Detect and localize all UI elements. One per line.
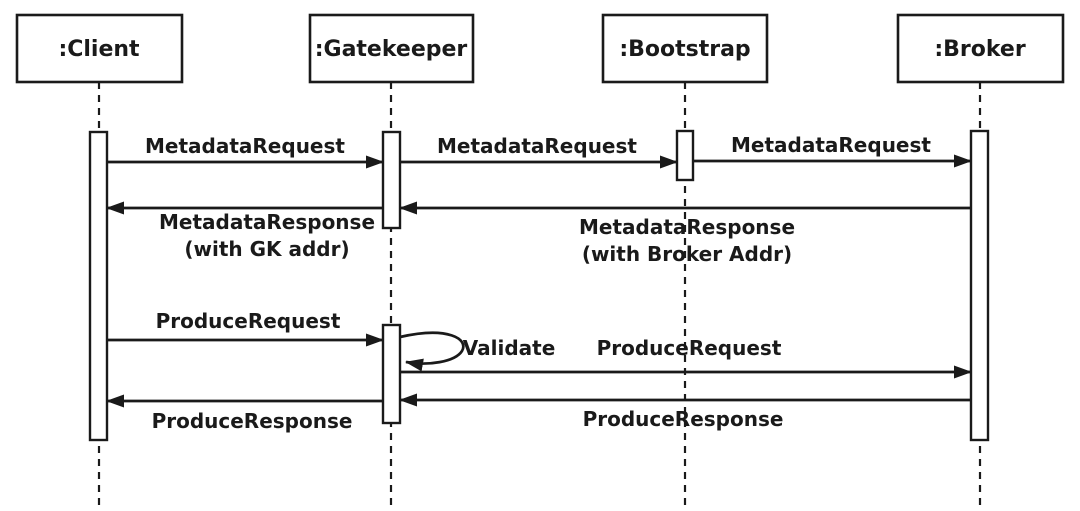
message-arrows [106, 154, 972, 408]
activation-bars [88, 129, 990, 442]
label-msg7-validate: Validate [463, 336, 556, 360]
participant-box-gatekeeper [308, 13, 475, 84]
label-msg5-note: (with GK addr) [184, 237, 349, 261]
label-msg9: ProduceResponse [583, 407, 784, 431]
participant-box-bootstrap [601, 13, 769, 84]
participant-gatekeeper: :Gatekeeper [308, 13, 475, 84]
label-msg4-note: (with Broker Addr) [582, 242, 792, 266]
activation-bar-gatekeeper-1 [381, 130, 402, 230]
label-msg2: MetadataRequest [437, 134, 637, 158]
participant-box-broker [896, 13, 1065, 84]
participant-box-client [15, 13, 184, 84]
message-labels: MetadataRequest MetadataRequest Metadata… [145, 133, 931, 433]
participant-label-broker: :Broker [934, 37, 1025, 62]
participant-client: :Client [15, 13, 184, 84]
participant-label-client: :Client [58, 37, 140, 62]
participant-label-gatekeeper: :Gatekeeper [315, 37, 468, 62]
label-msg4: MetadataResponse [579, 215, 795, 239]
activation-bar-gatekeeper-2 [381, 323, 402, 425]
label-msg3: MetadataRequest [731, 133, 931, 157]
label-msg1: MetadataRequest [145, 134, 345, 158]
participant-bootstrap: :Bootstrap [601, 13, 769, 84]
activation-bar-broker [969, 129, 990, 442]
activation-bar-client [88, 130, 109, 442]
arrow-msg7-validate-self-loop [399, 331, 465, 372]
participant-label-bootstrap: :Bootstrap [619, 37, 750, 62]
label-msg8: ProduceRequest [597, 336, 782, 360]
participant-broker: :Broker [896, 13, 1065, 84]
activation-bar-bootstrap [675, 129, 695, 182]
label-msg5: MetadataResponse [159, 210, 375, 234]
label-msg6: ProduceRequest [156, 309, 341, 333]
label-msg10: ProduceResponse [152, 409, 353, 433]
